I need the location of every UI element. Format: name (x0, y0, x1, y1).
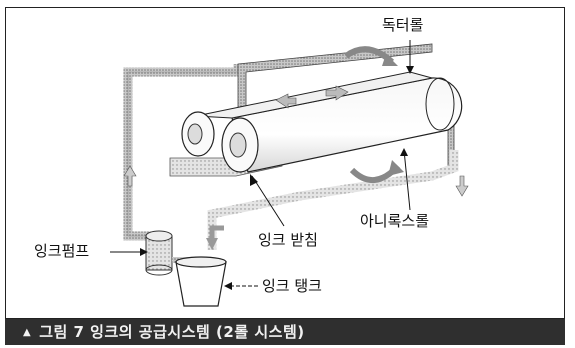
ink-tank-shape (175, 261, 227, 307)
figure-caption: ▲ 그림 7 잉크의 공급시스템 (2롤 시스템) (5, 319, 565, 345)
flow-arrow-right (325, 85, 349, 101)
doctor-roll-label: 독터롤 (382, 16, 424, 34)
ink-tray-label: 잉크 받침 (258, 231, 318, 249)
return-pipe (207, 150, 459, 250)
flow-arrow-up (123, 165, 137, 187)
ink-tank-label: 잉크 탱크 (262, 277, 322, 295)
doctor-roll-shape (181, 71, 433, 157)
anilox-roll-label: 아니록스롤 (360, 212, 430, 230)
ink-pump-shape (145, 230, 173, 276)
leader-anilox-roll (403, 149, 411, 211)
caption-text: 그림 7 잉크의 공급시스템 (2롤 시스템) (39, 323, 305, 341)
flow-arrow-left (275, 93, 297, 109)
anilox-roll-shape (221, 77, 463, 173)
flow-arrow-down (455, 175, 469, 197)
caption-marker: ▲ (23, 327, 32, 338)
ink-pump-label: 잉크펌프 (34, 242, 90, 260)
leader-ink-tray (251, 175, 285, 227)
flow-arrow-return (209, 225, 224, 240)
